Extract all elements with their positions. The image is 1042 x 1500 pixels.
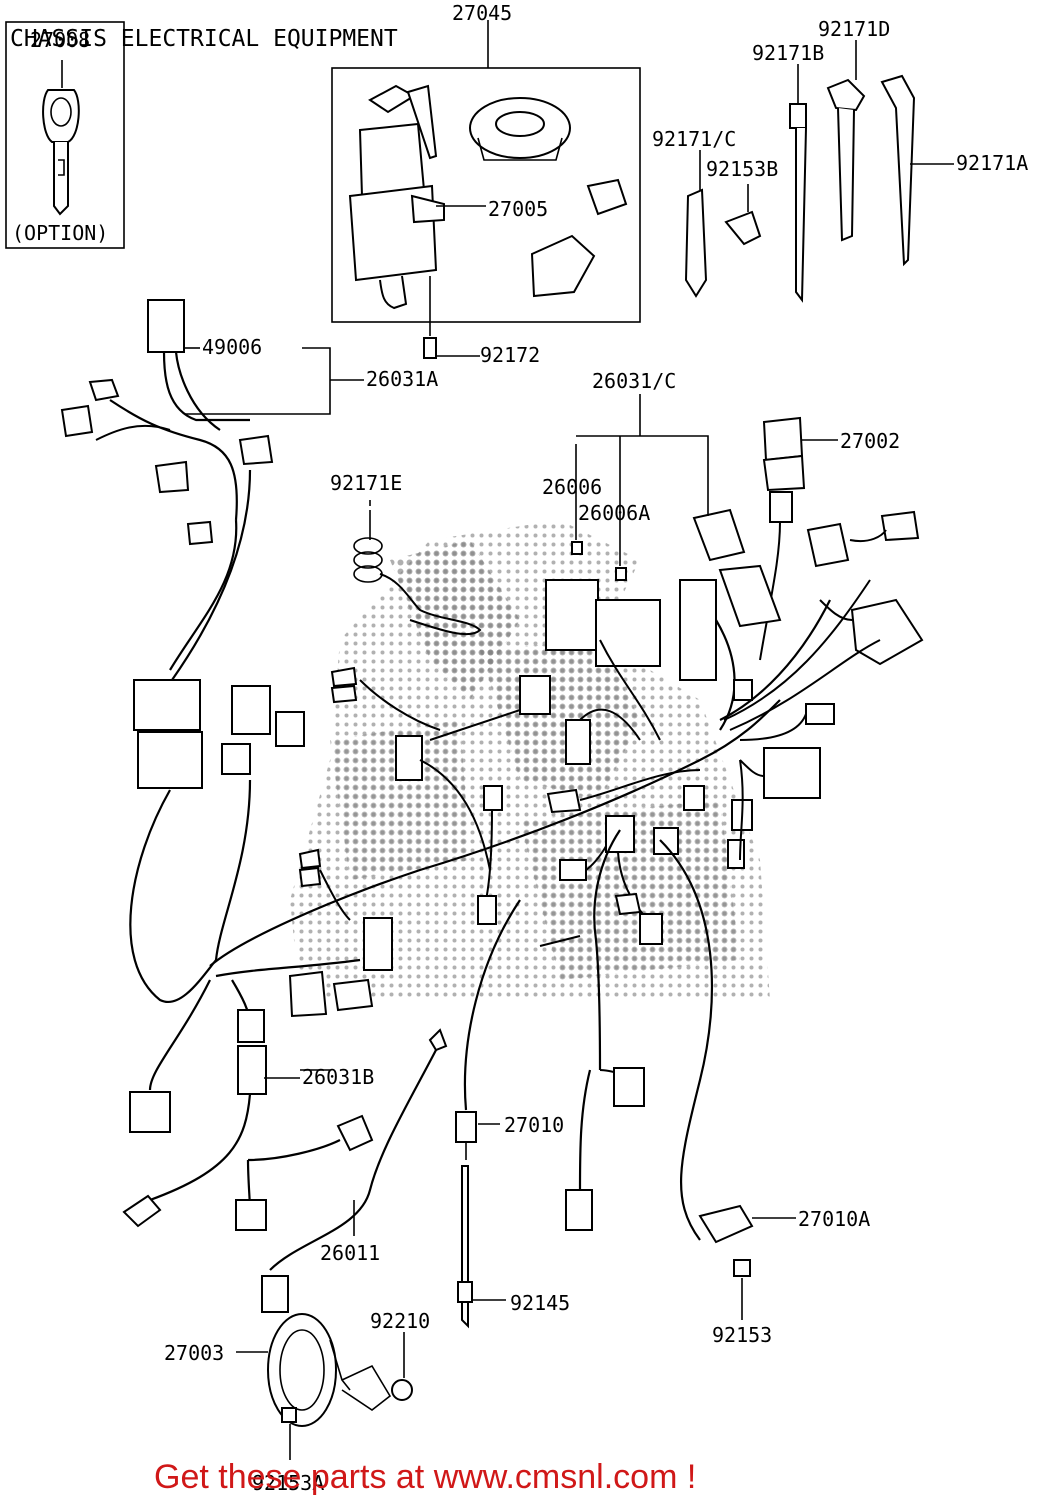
leader-lines [184,347,480,1236]
option-key-box [5,21,125,249]
callout-92153: 92153 [712,1323,772,1347]
center-harness [288,666,796,1329]
callout-49006: 49006 [202,335,262,359]
callout-labels: 27008 27045 92171D 92171B 92171/C 92153B… [30,1,1028,1495]
callout-27005: 27005 [488,197,548,221]
callout-92171c: 92171/C [652,127,736,151]
callout-92153a: 92153A [252,1471,324,1495]
callout-92210: 92210 [370,1309,430,1333]
callout-92145: 92145 [510,1291,570,1315]
callout-26031a: 26031A [366,367,438,391]
callout-92172: 92172 [480,343,540,367]
callout-26006: 26006 [542,475,602,499]
callout-27002: 27002 [840,429,900,453]
callout-27010: 27010 [504,1113,564,1137]
callout-27045: 27045 [452,1,512,25]
callout-26031c: 26031/C [592,369,676,393]
callout-26011: 26011 [320,1241,380,1265]
cable-ties [684,40,954,303]
callout-92171a: 92171A [956,151,1028,175]
horn-and-spring [236,510,482,1460]
callout-26006a: 26006A [578,501,650,525]
page-title: CHASSIS ELECTRICAL EQUIPMENT [10,26,398,52]
ignition-set-box [331,20,641,359]
callout-27008: 27008 [30,28,90,52]
option-label: (OPTION) [12,221,108,245]
watermark-pattern [290,520,770,1000]
callout-92153b: 92153B [706,157,778,181]
callout-92171b: 92171B [752,41,824,65]
footer-banner: Get these parts at www.cmsnl.com ! [154,1458,696,1496]
callout-92171e: 92171E [330,471,402,495]
callout-92171d: 92171D [818,17,890,41]
main-harness [60,299,781,1231]
right-connectors [545,394,924,869]
callout-27010a: 27010A [798,1207,870,1231]
callout-27003: 27003 [164,1341,224,1365]
callout-26031b: 26031B [302,1065,374,1089]
